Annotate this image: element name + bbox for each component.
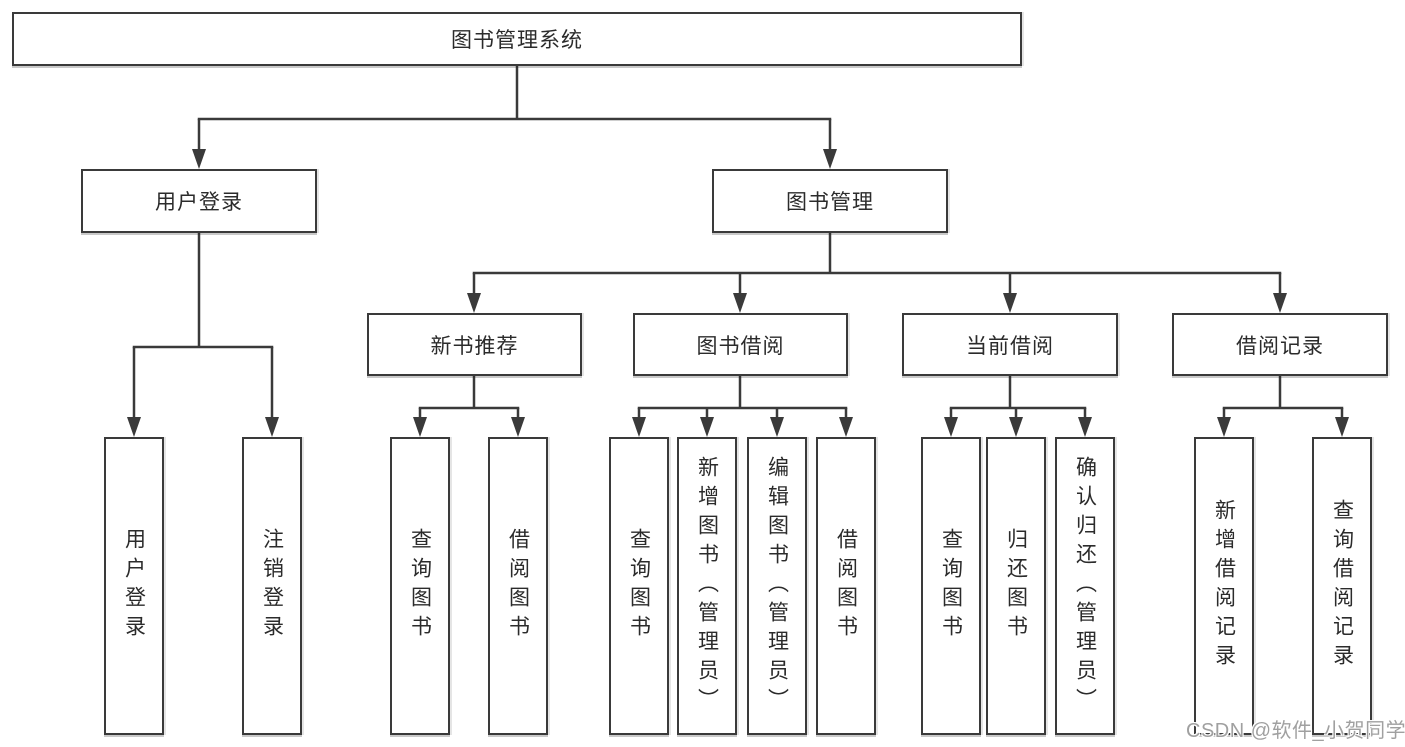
leaf-edit-book-admin-label: 编辑图书（管理员） [765, 455, 789, 717]
leaf-query-books-current-label: 查询图书 [939, 528, 963, 644]
leaf-query-borrow-record-label: 查询借阅记录 [1330, 499, 1354, 673]
node-user-login-label: 用户登录 [155, 191, 243, 214]
node-current-borrowing-label: 当前借阅 [966, 334, 1054, 358]
node-user-login: 用户登录 [81, 169, 317, 233]
leaf-add-book-admin: 新增图书（管理员） [677, 437, 737, 735]
node-book-borrowing: 图书借阅 [633, 313, 848, 376]
leaf-confirm-return-admin: 确认归还（管理员） [1055, 437, 1115, 735]
leaf-add-book-admin-label: 新增图书（管理员） [695, 455, 719, 717]
watermark: CSDN @软件_小贺同学 [1186, 720, 1405, 742]
leaf-return-book: 归还图书 [986, 437, 1046, 735]
leaf-query-books-borrow-label: 查询图书 [627, 528, 651, 644]
node-borrowing-records-label: 借阅记录 [1236, 334, 1324, 358]
leaf-user-login-label: 用户登录 [122, 528, 146, 644]
leaf-edit-book-admin: 编辑图书（管理员） [747, 437, 807, 735]
leaf-borrow-books-recommend-label: 借阅图书 [506, 528, 530, 644]
node-borrowing-records: 借阅记录 [1172, 313, 1388, 376]
leaf-logout: 注销登录 [242, 437, 302, 735]
node-new-book-recommend: 新书推荐 [367, 313, 582, 376]
arrowheads [127, 149, 1349, 437]
leaf-borrow-books-recommend: 借阅图书 [488, 437, 548, 735]
node-book-management: 图书管理 [712, 169, 948, 233]
leaf-add-borrow-record-label: 新增借阅记录 [1212, 499, 1236, 673]
node-current-borrowing: 当前借阅 [902, 313, 1118, 376]
leaf-borrow-books: 借阅图书 [816, 437, 876, 735]
node-root-label: 图书管理系统 [451, 29, 583, 52]
leaf-query-books-recommend-label: 查询图书 [408, 528, 432, 644]
leaf-query-books-recommend: 查询图书 [390, 437, 450, 735]
leaf-confirm-return-admin-label: 确认归还（管理员） [1073, 455, 1097, 717]
node-new-book-recommend-label: 新书推荐 [430, 334, 519, 358]
node-book-borrowing-label: 图书借阅 [696, 334, 785, 358]
leaf-query-books-current: 查询图书 [921, 437, 981, 735]
node-root: 图书管理系统 [12, 12, 1022, 66]
leaf-borrow-books-label: 借阅图书 [834, 528, 858, 644]
leaf-add-borrow-record: 新增借阅记录 [1194, 437, 1254, 735]
leaf-query-borrow-record: 查询借阅记录 [1312, 437, 1372, 735]
leaf-user-login: 用户登录 [104, 437, 164, 735]
leaf-query-books-borrow: 查询图书 [609, 437, 669, 735]
leaf-return-book-label: 归还图书 [1004, 528, 1028, 644]
node-book-management-label: 图书管理 [786, 191, 874, 214]
leaf-logout-label: 注销登录 [260, 528, 284, 644]
